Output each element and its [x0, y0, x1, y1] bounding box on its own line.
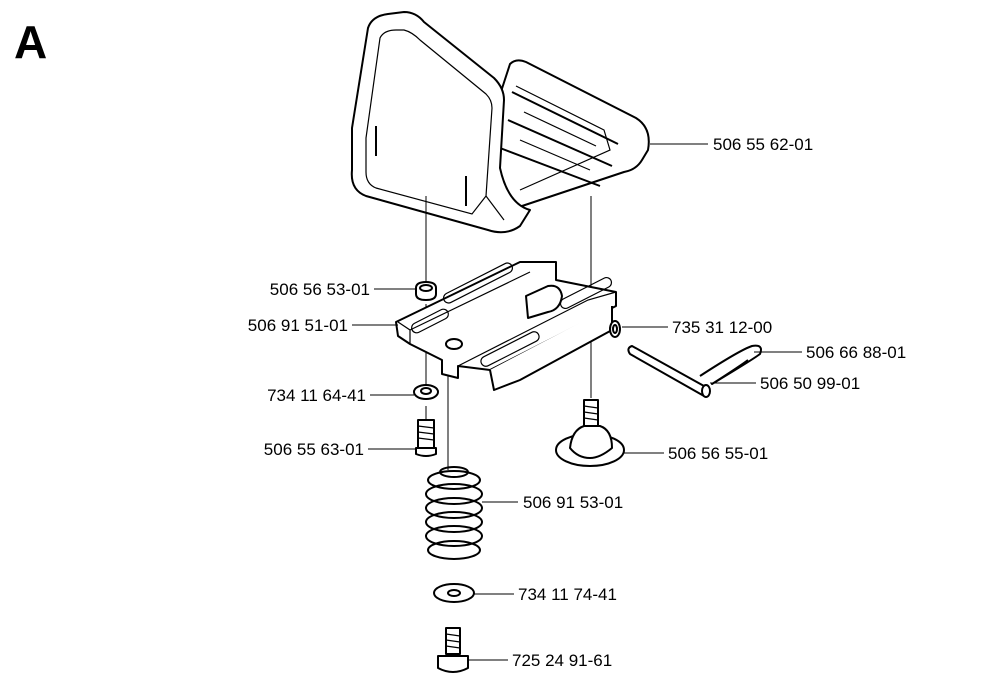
part-label: 506 56 55-01 [668, 444, 768, 463]
part-label: 506 91 53-01 [523, 493, 623, 512]
flat-washer-large [433, 583, 475, 603]
pivot-pin [627, 345, 711, 398]
coil-spring [425, 466, 483, 560]
part-label: 506 91 51-01 [248, 316, 348, 335]
lock-washer [609, 320, 621, 338]
adjustment-knob [555, 399, 625, 467]
part-labels: 506 55 62-01 506 56 53-01 506 91 51-01 7… [248, 135, 906, 670]
part-label: 506 66 88-01 [806, 343, 906, 362]
flat-washer-small [413, 384, 439, 400]
part-label: 506 56 53-01 [270, 280, 370, 299]
part-label: 506 55 63-01 [264, 440, 364, 459]
part-label: 725 24 91-61 [512, 651, 612, 670]
part-label: 734 11 74-41 [518, 585, 617, 604]
seat [350, 11, 650, 234]
part-label: 735 31 12-00 [672, 318, 772, 337]
leader-lines [352, 143, 802, 661]
hair-pin-clip [699, 344, 762, 385]
seat-bracket [395, 261, 617, 391]
part-label: 506 50 99-01 [760, 374, 860, 393]
section-letter: A [14, 16, 47, 68]
cap-screw [415, 419, 437, 457]
flange-bolt [437, 627, 469, 673]
part-label: 506 55 62-01 [713, 135, 813, 154]
bracket-washer [415, 281, 437, 301]
part-label: 734 11 64-41 [267, 386, 366, 405]
